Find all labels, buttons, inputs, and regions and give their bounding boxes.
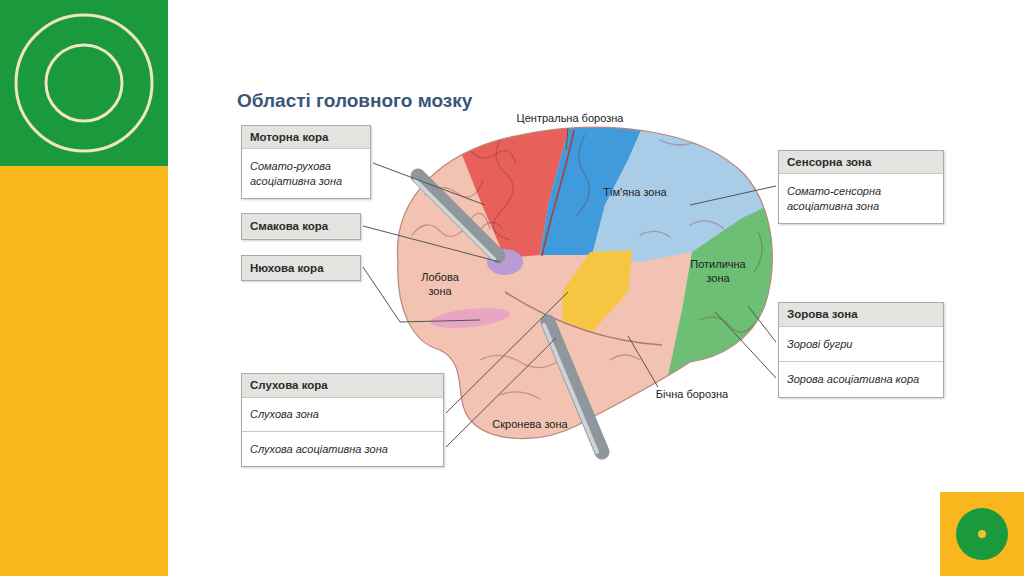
leader-line <box>446 292 568 413</box>
box-heading: Смакова кора <box>242 214 360 239</box>
gyrus <box>640 231 670 237</box>
leader-line <box>566 128 568 150</box>
gyrus <box>500 392 540 399</box>
auditory-area <box>562 250 632 332</box>
box-item: Зорова асоціативна кора <box>779 361 943 397</box>
yellow-corner <box>940 492 1024 576</box>
box-heading: Нюхова кора <box>242 256 360 280</box>
box-item: Зорові бугри <box>779 326 943 361</box>
gyrus <box>480 355 560 367</box>
gyrus <box>480 222 502 230</box>
green-dot <box>956 508 1008 560</box>
region-label: Тім'яна зона <box>603 186 666 200</box>
leader-line <box>373 163 485 205</box>
callout-box: Моторна кораСомато-рухова асоціативна зо… <box>241 125 371 199</box>
leader-line <box>715 312 776 378</box>
region-label: Скронева зона <box>492 418 567 432</box>
gyrus <box>470 150 516 164</box>
yellow-band <box>0 166 168 576</box>
sulcus-label: Бічна борозна <box>656 388 728 402</box>
box-item: Слухова зона <box>242 397 443 431</box>
box-heading: Слухова кора <box>242 374 443 397</box>
probe-highlight <box>544 325 597 452</box>
box-heading: Зорова зона <box>779 303 943 326</box>
probe-highlight <box>415 180 494 259</box>
gyrus <box>610 355 640 360</box>
center-dot <box>978 530 986 538</box>
leader-line <box>446 338 556 447</box>
callout-box: Смакова кора <box>241 213 361 240</box>
deco-ring <box>46 45 122 121</box>
region-label: Потилична зона <box>686 258 750 286</box>
leader-line <box>748 306 776 342</box>
gyrus <box>494 140 513 240</box>
central-sulcus <box>542 130 574 256</box>
gyri <box>412 135 762 399</box>
olfactory-area <box>429 305 510 331</box>
region-label: Лобова зона <box>415 271 465 299</box>
callout-box: Нюхова кора <box>241 255 361 281</box>
box-heading: Моторна кора <box>242 126 370 148</box>
gyrus <box>690 221 724 229</box>
gyrus <box>660 137 730 152</box>
deco-ring <box>16 15 152 151</box>
sulcus-label: Центральна борозна <box>517 112 624 126</box>
gyrus <box>700 317 756 332</box>
probe <box>548 322 602 452</box>
box-item: Сомато-рухова асоціативна зона <box>242 148 370 198</box>
callout-box: Сенсорна зонаСомато-сенсорна асоціативна… <box>778 150 944 224</box>
box-item: Слухова асоціативна зона <box>242 431 443 466</box>
gyrus <box>577 135 590 215</box>
leader-line <box>363 226 500 262</box>
leader-line <box>363 267 480 322</box>
lateral-sulcus <box>505 292 662 345</box>
callout-box: Слухова кораСлухова зонаСлухова асоціати… <box>241 373 444 467</box>
leader-line <box>628 336 658 387</box>
box-heading: Сенсорна зона <box>779 151 943 173</box>
box-item: Сомато-сенсорна асоціативна зона <box>779 173 943 223</box>
diagram-title: Області головного мозку <box>237 90 472 113</box>
callout-box: Зорова зонаЗорові бугриЗорова асоціативн… <box>778 302 944 398</box>
gyrus <box>754 232 762 272</box>
green-panel <box>0 0 168 166</box>
leader-line <box>690 186 776 205</box>
